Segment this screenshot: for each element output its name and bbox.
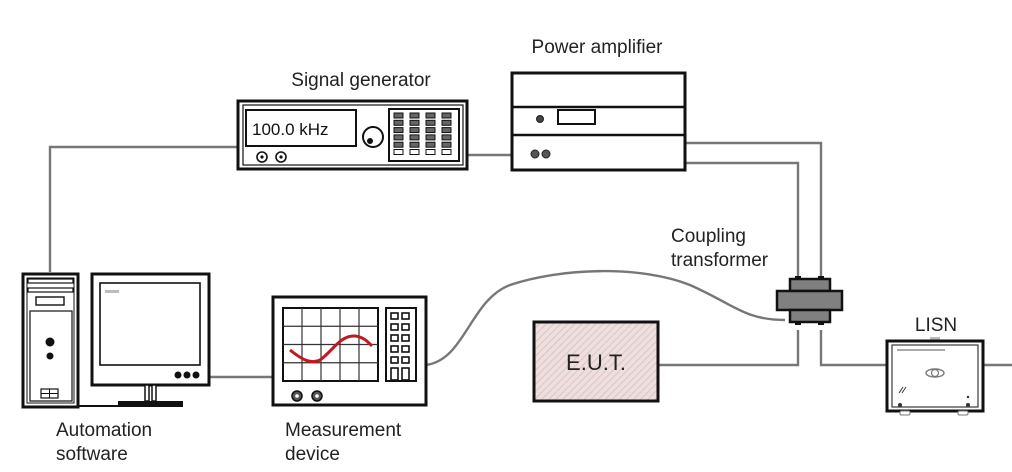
keypad-key	[441, 119, 452, 126]
frequency-knob-icon	[362, 126, 384, 148]
eut-box	[532, 320, 660, 403]
amplifier-connectors-icon	[530, 149, 551, 159]
measurement-key	[401, 323, 410, 331]
sine-waveform	[289, 334, 374, 364]
power-indicator-icon	[536, 115, 544, 123]
automation-software-label-line2: software	[56, 444, 128, 465]
output-connectors-icon	[256, 151, 287, 163]
measurement-key	[390, 312, 399, 320]
keypad-key	[409, 119, 420, 126]
keypad-key	[425, 134, 436, 141]
keypad-key	[441, 149, 452, 155]
keypad-key	[409, 141, 420, 148]
measurement-device-label-line2: device	[285, 444, 340, 465]
measurement-key	[401, 367, 410, 381]
coupling-transformer: Coupling transformer	[671, 226, 844, 325]
amplifier-display	[557, 109, 596, 125]
keypad-key	[441, 112, 452, 119]
automation-computer: Automation software	[21, 272, 211, 465]
signal-generator: Signal generator 100.0 kHz	[236, 70, 469, 171]
measurement-key	[390, 367, 399, 381]
measurement-device: Measurement device	[271, 295, 428, 465]
keypad-key	[425, 119, 436, 126]
keypad-key	[441, 141, 452, 148]
lisn: LISN	[885, 315, 985, 416]
keypad-key	[393, 149, 404, 155]
measurement-key	[401, 334, 410, 342]
measurement-key	[401, 312, 410, 320]
keypad-key	[393, 134, 404, 141]
monitor-icon	[78, 272, 211, 407]
coupling-transformer-label-line2: transformer	[671, 250, 769, 271]
keypad-key	[393, 119, 404, 126]
measurement-keypad-icon	[385, 307, 417, 382]
frequency-display-value: 100.0 kHz	[252, 120, 329, 139]
keypad-key	[425, 112, 436, 119]
probe-connectors-icon	[291, 390, 323, 402]
keypad-key	[409, 149, 420, 155]
wire-eut-to-transformer	[658, 330, 800, 367]
keypad-key	[393, 141, 404, 148]
lisn-label: LISN	[915, 315, 957, 336]
power-amplifier-label: Power amplifier	[532, 37, 664, 58]
measurement-device-label-line1: Measurement	[285, 420, 402, 441]
wire-amplifier-to-transformer-outer	[686, 141, 823, 278]
oscilloscope-grid	[283, 308, 378, 381]
measurement-key	[390, 334, 399, 342]
coupling-transformer-label-line1: Coupling	[671, 226, 746, 247]
keypad-key	[425, 149, 436, 155]
eut-label: E.U.T.	[566, 350, 626, 375]
wire-amplifier-to-transformer-inner	[686, 161, 800, 278]
keypad-key	[393, 112, 404, 119]
wire-measurement-device-to-transformer	[425, 269, 786, 367]
keypad-key	[425, 127, 436, 134]
transformer-core-icon	[775, 276, 844, 325]
wires	[48, 141, 1012, 379]
pc-tower-icon	[21, 272, 80, 409]
keypad-key	[409, 127, 420, 134]
measurement-key	[401, 345, 410, 353]
frequency-display	[245, 109, 357, 147]
wire-pc-to-signal-generator	[48, 145, 237, 272]
keypad-key	[441, 134, 452, 141]
keypad-key	[441, 127, 452, 134]
power-amplifier: Power amplifier	[510, 37, 687, 172]
measurement-key	[390, 356, 399, 364]
keypad-key	[425, 141, 436, 148]
keypad-key	[409, 112, 420, 119]
wire-transformer-to-lisn	[819, 330, 888, 367]
measurement-key	[390, 323, 399, 331]
eut: E.U.T.	[532, 320, 660, 403]
keypad-icon	[388, 108, 460, 162]
measurement-key	[401, 356, 410, 364]
keypad-key	[393, 127, 404, 134]
signal-generator-label: Signal generator	[291, 70, 431, 91]
measurement-key	[390, 345, 399, 353]
automation-software-label-line1: Automation	[56, 420, 152, 441]
keypad-key	[409, 134, 420, 141]
